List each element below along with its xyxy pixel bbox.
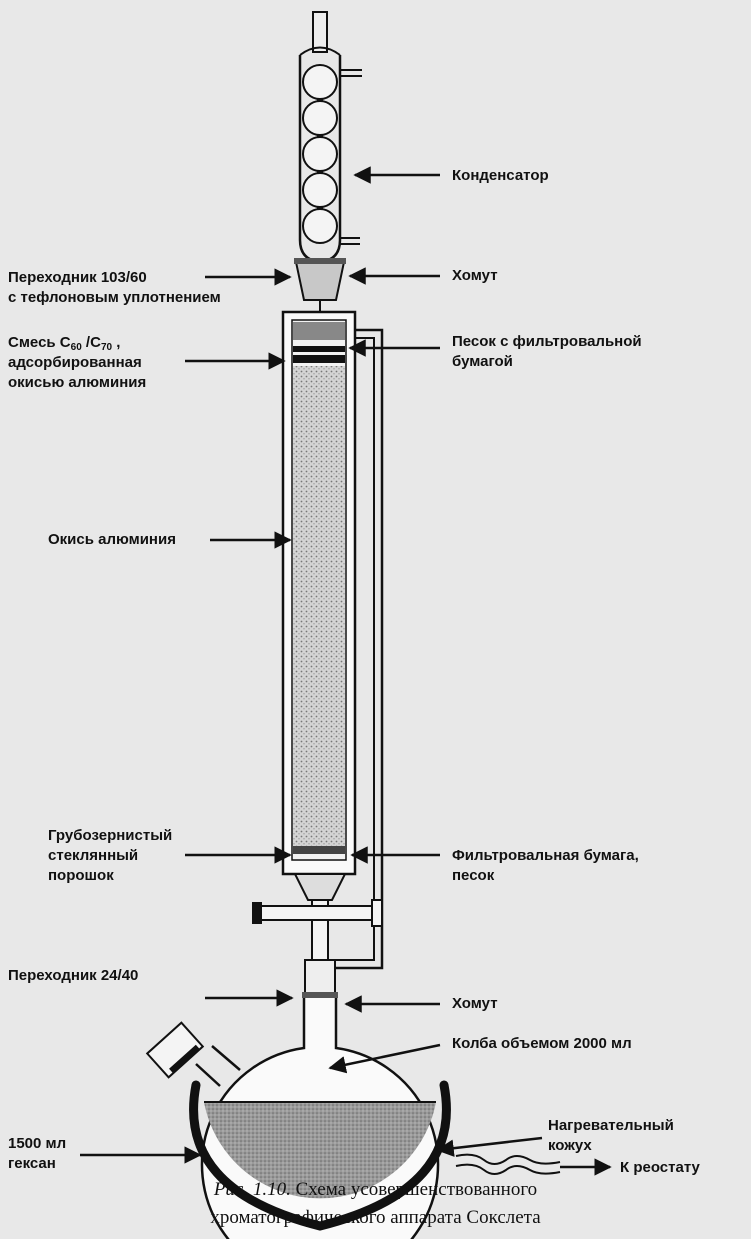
label-glass-powder-line2: стеклянный [48,847,139,864]
mixture-text-c: /С [81,334,101,351]
mixture-sub-60: 60 [70,342,82,353]
label-hexane-line2: гексан [8,1155,56,1172]
label-mixture-line3: окисью алюминия [8,374,147,391]
caption-line2: хроматографического аппарата Сокслета [210,1207,541,1228]
label-mantle-line2: кожух [548,1137,592,1154]
caption-line1: Рис. 1.10. Схема усовершенствованного [0,1176,751,1204]
filter-paper-top [293,346,345,352]
label-sand-filter-line2: бумагой [452,353,513,370]
label-filter-sand-line1: Фильтровальная бумага, [452,847,639,864]
top-sand-layer [293,322,345,340]
round-bottom-flask [145,998,440,1239]
label-adapter-top-line2: с тефлоновым уплотнением [8,289,221,306]
label-clamp-bottom: Хомут [452,995,498,1012]
bottom-filter-layer [293,846,345,854]
condenser [298,11,362,264]
hexane-liquid [204,1102,436,1199]
label-flask: Колба объемом 2000 мл [452,1035,632,1052]
label-filter-sand-line2: песок [452,867,495,884]
label-mixture-line1: Смесь С60 /С70 , [8,333,120,357]
label-glass-powder-line3: порошок [48,867,114,884]
figure-caption: Рис. 1.10. Схема усовершенствованного хр… [0,1176,751,1232]
label-alumina: Окись алюминия [48,531,176,548]
caption-figure-number: Рис. 1.10. [213,1179,291,1200]
label-adapter-bottom: Переходник 24/40 [8,967,139,984]
top-adapter [294,258,346,318]
caption-title-part1: Схема усовершенствованного [290,1179,538,1200]
label-adapter-top-line1: Переходник 103/60 [8,269,147,286]
c60-c70-band [293,355,345,363]
label-mixture-line2: адсорбированная [8,354,142,371]
label-sand-filter-line1: Песок с фильтровальной [452,333,642,350]
label-condenser: Конденсатор [452,167,549,184]
mixture-text-a: Смесь С [8,334,71,351]
label-clamp-top: Хомут [452,267,498,284]
mixture-text-e: , [112,334,121,351]
label-mantle-line1: Нагревательный [548,1117,674,1134]
mixture-sub-70: 70 [100,342,113,353]
label-glass-powder-line1: Грубозернистый [48,827,173,844]
label-rheostat: К реостату [620,1159,700,1176]
chromatography-column [281,310,384,970]
stopcock [252,873,383,961]
label-hexane-line1: 1500 мл [8,1135,67,1152]
pointer-arrows [80,166,612,1176]
alumina-packing [293,366,345,846]
bottom-adapter [302,959,338,998]
